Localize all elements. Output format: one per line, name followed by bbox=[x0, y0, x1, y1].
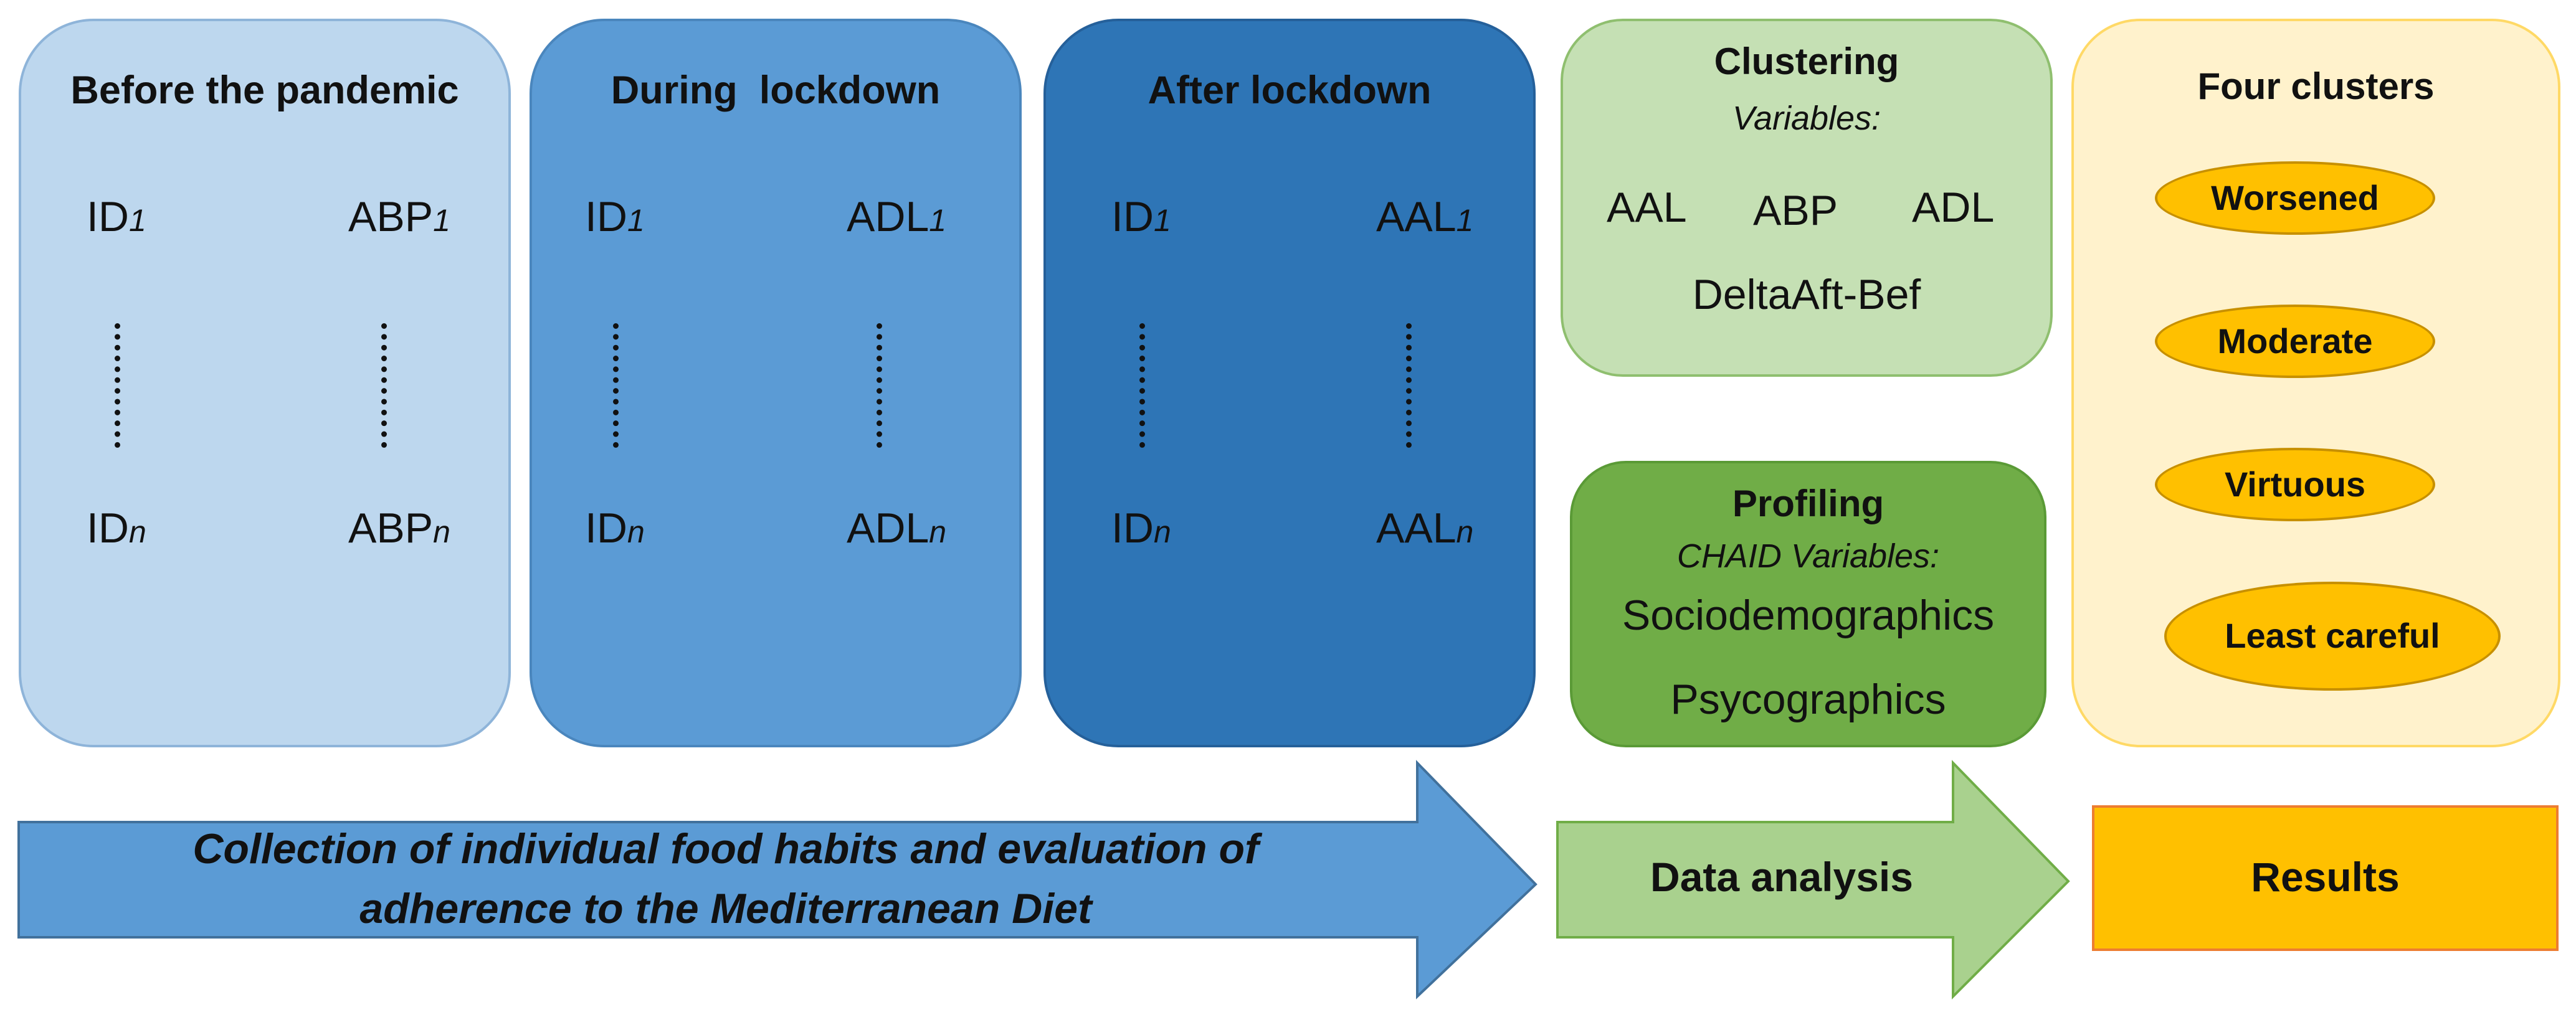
id-first: ID1 bbox=[1111, 193, 1171, 240]
id-last: IDn bbox=[1111, 504, 1171, 552]
adl-first: ADL1 bbox=[847, 193, 947, 240]
phase-panel-during: During lockdown ID1 ADL1 IDn ADLn bbox=[530, 19, 1022, 747]
phase-title: During lockdown bbox=[611, 69, 941, 112]
id-first: ID1 bbox=[87, 193, 146, 240]
dotted-ellipsis bbox=[613, 323, 619, 448]
abp-first: ABP1 bbox=[348, 193, 450, 240]
cluster-worsened: Worsened bbox=[2155, 161, 2435, 235]
profiling-var-sociodemographics: Sociodemographics bbox=[1622, 592, 1995, 639]
clustering-var-abp: ABP bbox=[1753, 187, 1838, 234]
clustering-var-delta: DeltaAft-Bef bbox=[1692, 271, 1921, 318]
aal-last: AALn bbox=[1376, 504, 1474, 552]
dotted-ellipsis bbox=[115, 323, 120, 448]
phase-title: Before the pandemic bbox=[70, 69, 459, 112]
id-last: IDn bbox=[585, 504, 645, 552]
clusters-title: Four clusters bbox=[2197, 65, 2435, 107]
clustering-var-aal: AAL bbox=[1607, 184, 1687, 231]
collection-arrow bbox=[17, 760, 1538, 1000]
profiling-title: Profiling bbox=[1732, 483, 1884, 524]
dotted-ellipsis bbox=[1139, 323, 1145, 448]
id-first: ID1 bbox=[585, 193, 645, 240]
collection-label-line1: Collection of individual food habits and… bbox=[192, 825, 1259, 873]
profiling-panel: Profiling CHAID Variables: Sociodemograp… bbox=[1570, 461, 2046, 747]
clusters-panel: Four clusters Worsened Moderate Virtuous… bbox=[2071, 19, 2560, 747]
results-label: Results bbox=[2251, 854, 2400, 900]
data-analysis-label: Data analysis bbox=[1650, 854, 1913, 900]
cluster-moderate: Moderate bbox=[2155, 305, 2435, 378]
phase-panel-before: Before the pandemic ID1 ABP1 IDn ABPn bbox=[19, 19, 511, 747]
aal-first: AAL1 bbox=[1376, 193, 1474, 240]
clustering-title: Clustering bbox=[1714, 40, 1899, 82]
results-box bbox=[2092, 805, 2559, 951]
adl-last: ADLn bbox=[847, 504, 947, 552]
profiling-subtitle: CHAID Variables: bbox=[1676, 537, 1940, 575]
analysis-arrow bbox=[1556, 760, 2070, 1000]
cluster-virtuous: Virtuous bbox=[2155, 448, 2435, 521]
collection-label-line2: adherence to the Mediterranean Diet bbox=[359, 885, 1092, 932]
clustering-var-adl: ADL bbox=[1912, 184, 1995, 231]
abp-last: ABPn bbox=[348, 504, 450, 552]
clustering-subtitle: Variables: bbox=[1732, 100, 1881, 137]
id-last: IDn bbox=[87, 504, 146, 552]
phase-panel-after: After lockdown ID1 AAL1 IDn AALn bbox=[1043, 19, 1536, 747]
profiling-var-psycographics: Psycographics bbox=[1670, 676, 1946, 723]
cluster-least-careful: Least careful bbox=[2164, 582, 2501, 691]
clustering-panel: Clustering Variables: AAL ABP ADL DeltaA… bbox=[1561, 19, 2053, 377]
dotted-ellipsis bbox=[1406, 323, 1412, 448]
dotted-ellipsis bbox=[877, 323, 882, 448]
collection-label: Collection of individual food habits and… bbox=[62, 819, 1389, 939]
phase-title: After lockdown bbox=[1148, 69, 1432, 112]
dotted-ellipsis bbox=[381, 323, 387, 448]
